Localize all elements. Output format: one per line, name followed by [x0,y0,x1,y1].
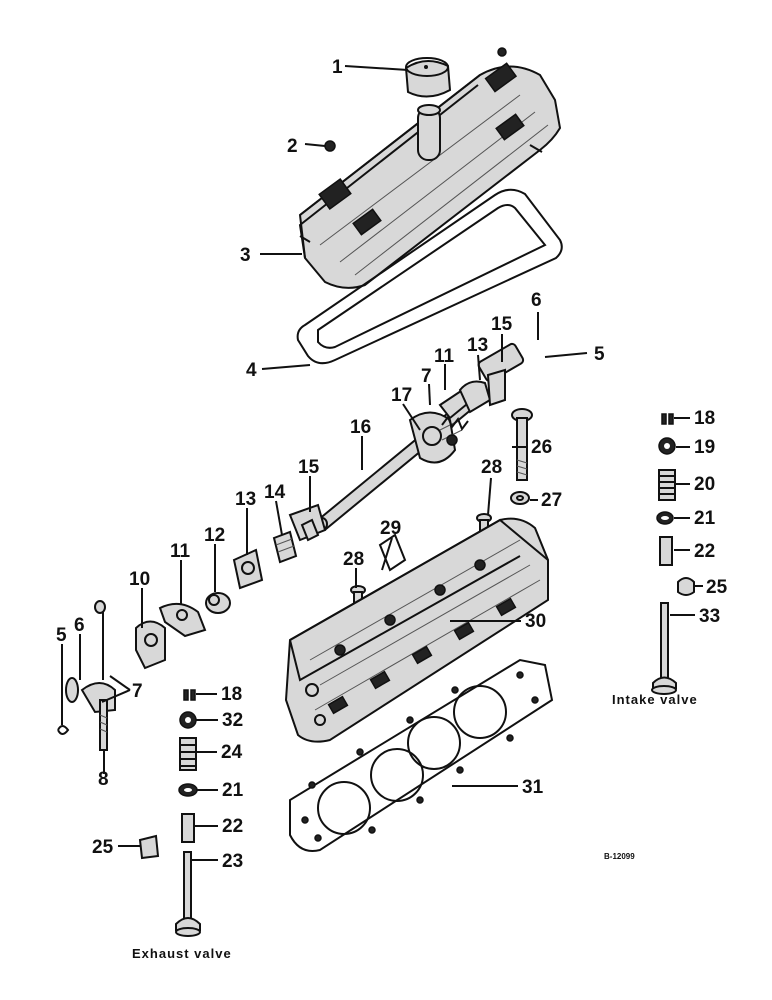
callout-7-lower: 7 [132,681,143,702]
callout-19: 19 [694,437,715,458]
callout-5-left: 5 [56,625,67,646]
exhaust-valve-label: Exhaust valve [132,946,232,961]
callout-22-exhaust: 22 [222,816,243,837]
callout-18-intake: 18 [694,408,715,429]
callout-15-upper: 15 [491,314,513,335]
callout-24: 24 [221,742,243,763]
callout-4: 4 [246,360,257,381]
callout-16: 16 [350,417,371,438]
leader-lines [61,65,703,861]
cover-gasket [296,188,563,365]
callout-28-right: 28 [481,457,502,478]
intake-valve-stack [651,413,695,695]
callout-20: 20 [694,474,715,495]
callout-22-intake: 22 [694,541,715,562]
callout-31: 31 [522,777,544,798]
callout-5-right: 5 [594,344,605,365]
callout-13-upper: 13 [467,335,488,356]
callout-25-exhaust: 25 [92,837,114,858]
callout-6-right: 6 [531,290,542,311]
end-parts-6-7 [57,600,116,751]
callout-26: 26 [531,437,552,458]
callout-3: 3 [240,245,251,266]
bracket-10 [135,620,166,670]
callout-32: 32 [222,710,243,731]
drawing-number: B-12099 [604,852,635,861]
cover-bolt [510,408,533,505]
callout-14: 14 [264,482,286,503]
callout-7-upper: 7 [421,366,432,387]
valve-cover [298,62,562,289]
callout-30: 30 [525,611,546,632]
cover-hole [497,47,507,57]
shaft-spring-lower [272,530,298,564]
callout-11-upper: 11 [434,346,455,367]
rocker-arm-13 [232,548,264,590]
callout-21-intake: 21 [694,508,716,529]
intake-valve-label: Intake valve [612,692,698,707]
callout-17: 17 [391,385,412,406]
rocker-bracket-lower [288,503,327,542]
callout-13-lower: 13 [235,489,256,510]
rocker-arm-11 [158,602,207,638]
callout-15-lower: 15 [298,457,320,478]
callout-33: 33 [699,606,720,627]
callout-1: 1 [332,57,343,78]
callout-6-left: 6 [74,615,85,636]
callout-23: 23 [222,851,243,872]
callout-29: 29 [380,518,401,539]
callout-11-lower: 11 [170,541,191,562]
cylinder-head [284,517,549,743]
callout-2: 2 [287,136,298,157]
exhaust-valve-stack [138,689,201,937]
head-gasket [289,658,554,852]
shaft-spring-upper [441,414,469,432]
callout-27: 27 [541,490,562,511]
callout-18-exhaust: 18 [221,684,242,705]
callout-28-left: 28 [343,549,364,570]
callout-10: 10 [129,569,150,590]
callout-21-exhaust: 21 [222,780,244,801]
spacer-12 [205,592,231,614]
breather-cap [404,57,452,161]
callout-8: 8 [98,769,109,790]
cover-nut [324,140,336,152]
callout-25-intake: 25 [706,577,728,598]
callout-12: 12 [204,525,225,546]
rocker-assembly-upper [408,342,525,464]
